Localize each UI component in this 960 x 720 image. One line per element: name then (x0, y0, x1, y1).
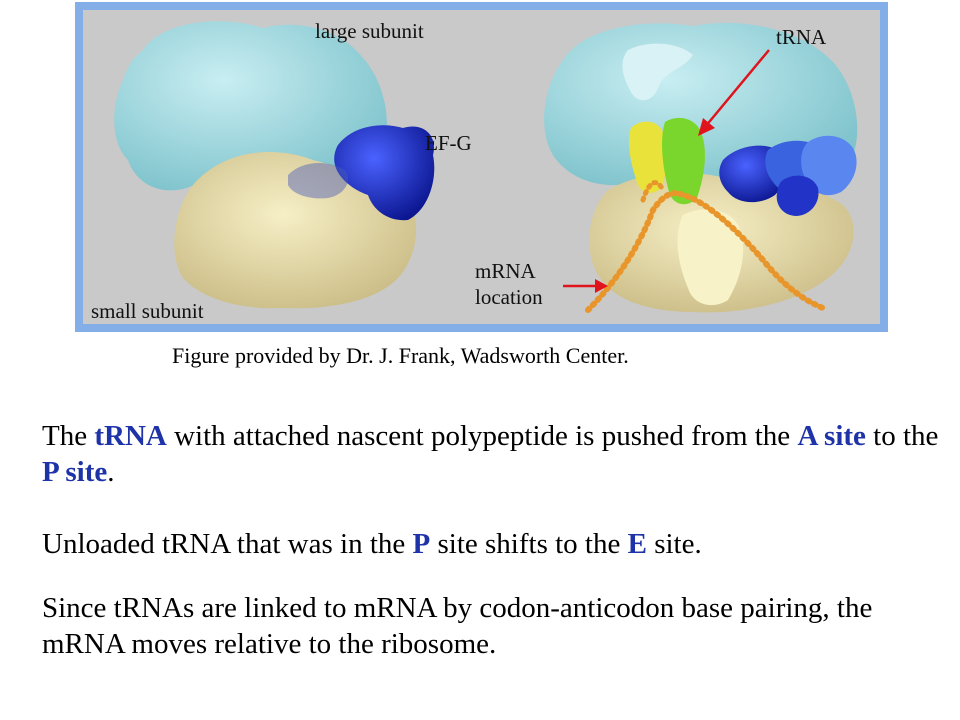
paragraph-unloaded-trna: Unloaded tRNA that was in the P site shi… (42, 526, 942, 562)
mrna-strand-upper (640, 180, 666, 203)
right-ef-g-3 (801, 135, 857, 196)
left-ef-g (334, 125, 435, 221)
ribosome-illustration (114, 21, 858, 313)
figure-credit: Figure provided by Dr. J. Frank, Wadswor… (172, 343, 629, 368)
label-trna: tRNA (776, 25, 827, 49)
label-large-subunit: large subunit (315, 19, 424, 43)
left-ef-g-shadow (288, 163, 349, 199)
p1-highlight-p-site: P site (42, 456, 108, 488)
label-mrna: mRNA (475, 259, 536, 283)
ribosome-figure: large subunit EF-G small subunit tRNA mR… (83, 10, 880, 324)
p2-highlight-p: P (412, 528, 431, 560)
trna-green (662, 117, 705, 205)
p1-text-4: . (107, 456, 115, 488)
left-ribosome (114, 21, 435, 309)
p2-highlight-e: E (627, 528, 647, 560)
p2-text-1: Unloaded tRNA that was in the (42, 528, 413, 560)
p1-highlight-a-site: A site (797, 420, 866, 452)
right-mrna-channel (677, 209, 744, 306)
left-small-subunit (174, 152, 417, 309)
right-ef-g-4 (776, 175, 819, 216)
label-mrna-location: location (475, 285, 543, 309)
trna-arrow (704, 49, 770, 128)
label-ef-g: EF-G (425, 131, 472, 155)
right-ribosome (544, 22, 858, 313)
figure-frame: large subunit EF-G small subunit tRNA mR… (75, 2, 888, 332)
mrna-arrow-head (595, 279, 608, 293)
label-small-subunit: small subunit (91, 299, 204, 323)
right-large-subunit-notch (622, 43, 693, 101)
p1-text-2: with attached nascent polypeptide is pus… (166, 420, 798, 452)
p1-highlight-trna: tRNA (94, 420, 167, 452)
mrna-strand (585, 190, 826, 313)
p1-text-1: The (42, 420, 95, 452)
trna-arrow-head (698, 118, 715, 136)
paragraph-trna-pushed: The tRNA with attached nascent polypepti… (42, 418, 942, 490)
p1-text-3: to the (865, 420, 939, 452)
annotation-arrows (563, 49, 770, 293)
left-large-subunit (114, 21, 387, 191)
p2-text-3: site. (646, 528, 702, 560)
trna-yellow (628, 121, 668, 193)
p2-text-2: site shifts to the (430, 528, 628, 560)
paragraph-mrna-moves: Since tRNAs are linked to mRNA by codon-… (42, 592, 873, 660)
